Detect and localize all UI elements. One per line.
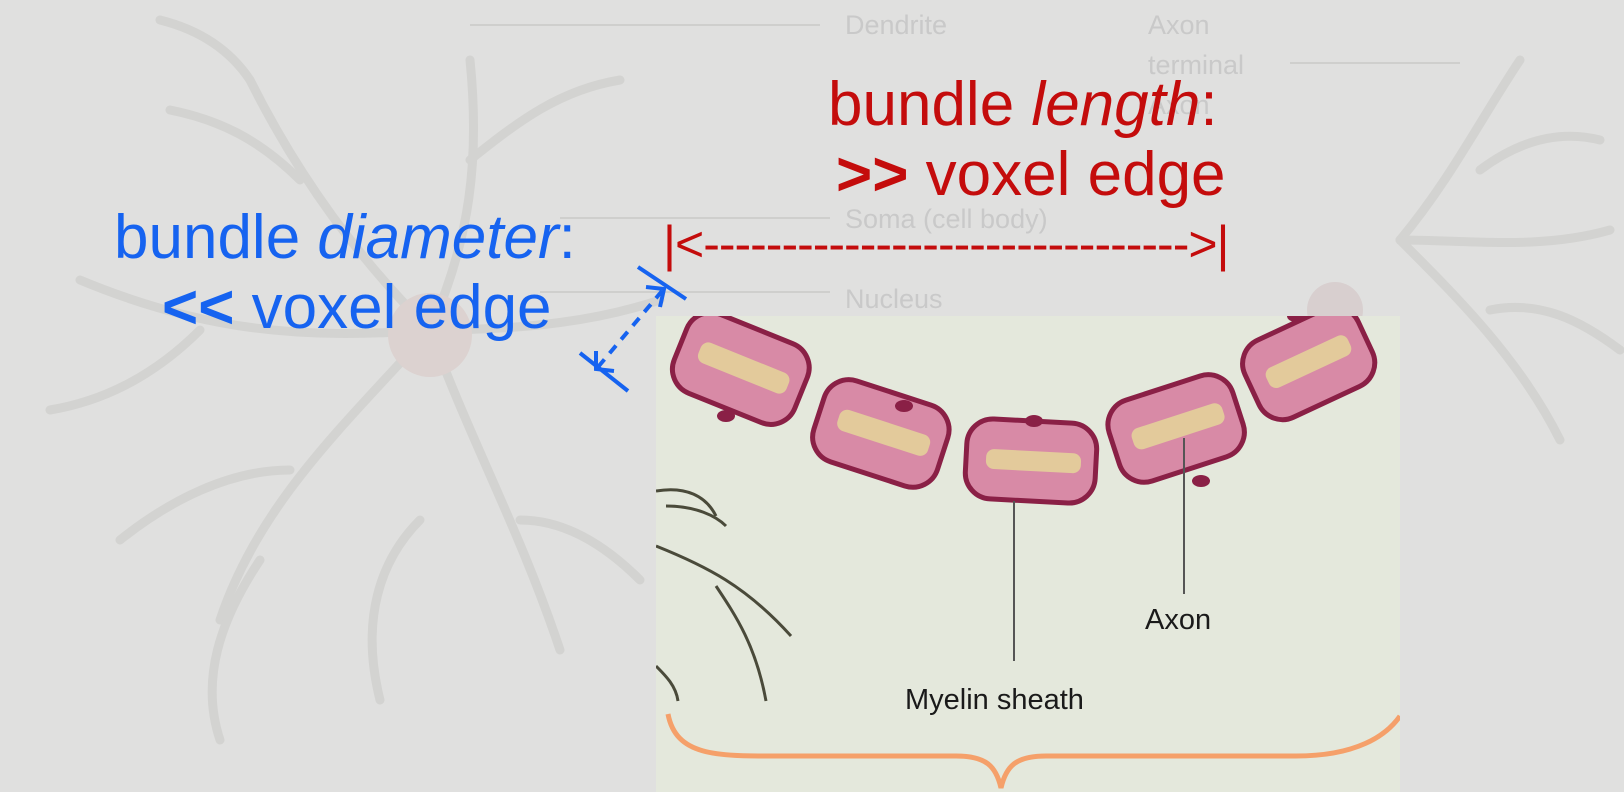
length-comparator: >> bbox=[836, 140, 908, 209]
diameter-annotation-line1: bundle diameter: bbox=[114, 203, 576, 273]
length-reference: voxel edge bbox=[908, 140, 1225, 209]
axon-terminal-label-line1: Axon bbox=[1148, 10, 1210, 41]
length-arrow: |<------------------------------->| bbox=[663, 215, 1229, 273]
axon-label: Axon bbox=[1145, 604, 1211, 637]
length-annotation-line2: >> voxel edge bbox=[836, 140, 1226, 210]
diameter-annotation-line2: << voxel edge bbox=[162, 273, 552, 343]
diameter-comparator: << bbox=[162, 273, 234, 342]
diameter-arrow bbox=[570, 255, 690, 400]
length-annotation-line1: bundle length: bbox=[828, 70, 1218, 140]
diameter-prefix: bundle bbox=[114, 203, 317, 272]
length-emphasis: length bbox=[1031, 70, 1200, 139]
myelinated-axon-inset bbox=[656, 316, 1400, 792]
length-prefix: bundle bbox=[828, 70, 1031, 139]
nucleus-label: Nucleus bbox=[845, 284, 943, 315]
dendrite-label: Dendrite bbox=[845, 10, 947, 41]
diameter-reference: voxel edge bbox=[234, 273, 551, 342]
diameter-emphasis: diameter bbox=[317, 203, 558, 272]
myelin-sheath-label: Myelin sheath bbox=[905, 684, 1084, 717]
length-suffix: : bbox=[1200, 70, 1217, 139]
